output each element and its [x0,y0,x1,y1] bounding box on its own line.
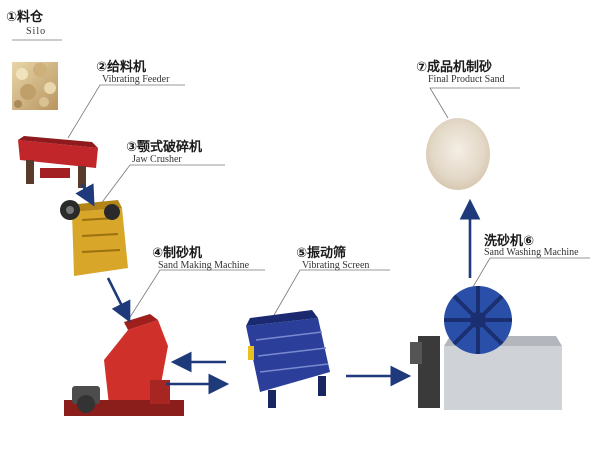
step3-label-cn: ③颚式破碎机 [126,140,203,155]
jaw-crusher-machine [60,200,128,276]
step4-label-cn: ④制砂机 [152,246,203,261]
step6-label-cn: 洗砂机⑥ [484,234,535,249]
leader-lines [12,39,590,326]
vibrating-feeder-machine [18,136,98,188]
step2-label-cn: ②给料机 [96,60,147,75]
step7-label-cn: ⑦成品机制砂 [416,60,493,75]
sand-washing-machine [410,286,562,410]
step1-label-en: Silo [26,26,47,37]
step3-label-en: Jaw Crusher [132,154,182,165]
step2-label-en: Vibrating Feeder [102,74,170,85]
arrow-crusher-to-sandmaker [106,277,131,323]
arrow-feeder-to-crusher [75,183,95,207]
final-product-sand-image [426,118,490,190]
step5-label-en: Vibrating Screen [302,260,370,271]
step5-label-cn: ⑤振动筛 [296,246,347,261]
step4-label-en: Sand Making Machine [158,260,250,271]
flow-arrows [75,183,481,395]
step7-label-en: Final Product Sand [428,74,505,85]
vibrating-screen-machine [246,310,330,408]
silo-rock-image [12,62,58,110]
step1-label-cn: ①料仓 [6,10,44,25]
sand-making-machine [64,314,184,416]
step6-label-en: Sand Washing Machine [484,247,579,258]
